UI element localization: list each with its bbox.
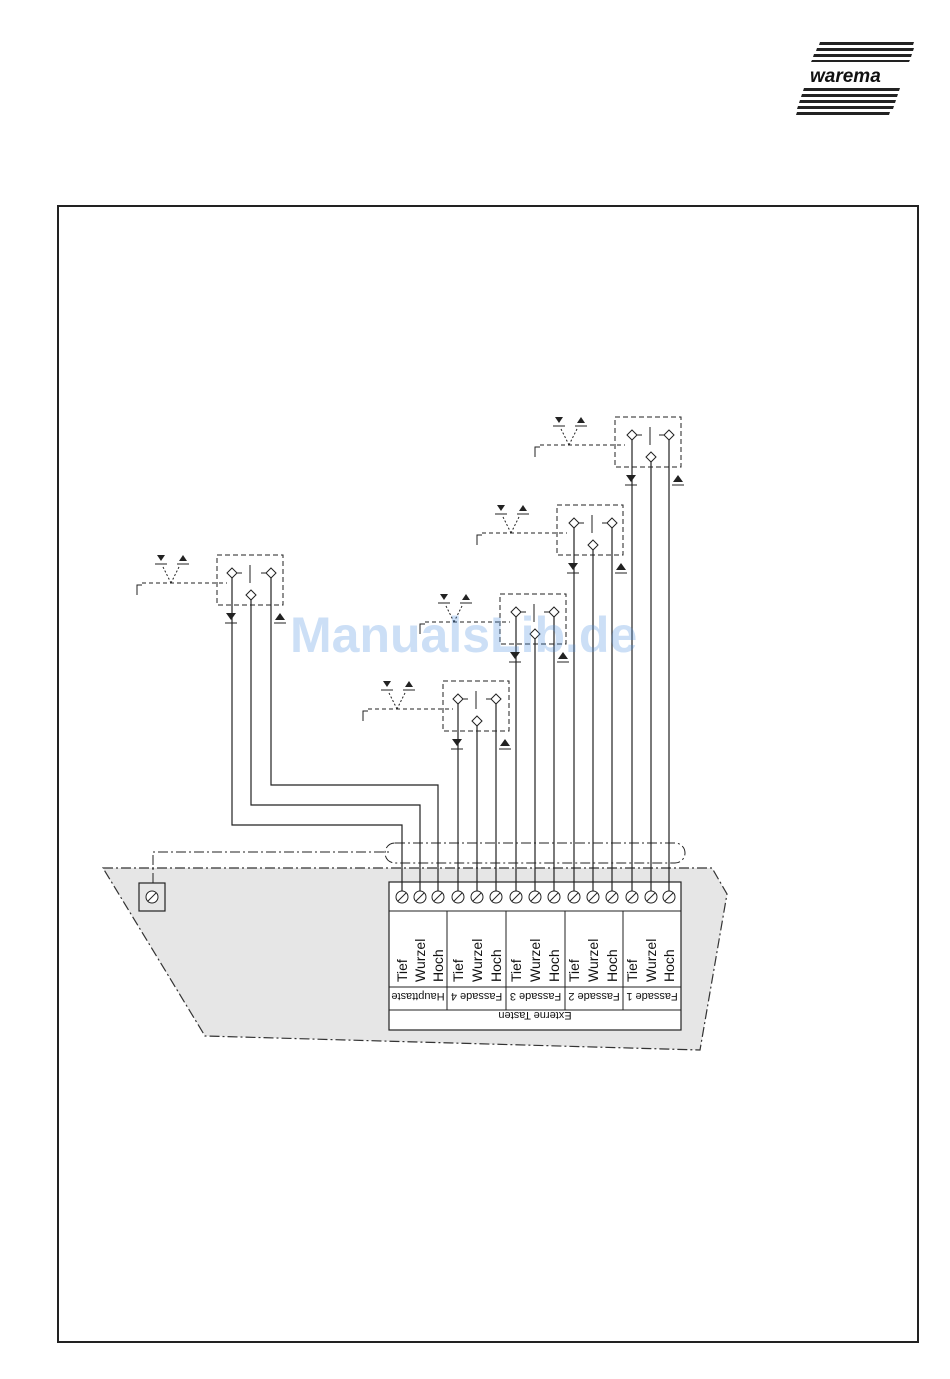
terminal-screw-icon (471, 891, 483, 903)
terminal-screw-icon (490, 891, 502, 903)
terminal-label: Wurzel (469, 939, 485, 982)
watermark: ManualsLib.de (290, 606, 670, 664)
terminal-label: Hoch (546, 949, 562, 982)
group-label: Fassade 1 (626, 990, 677, 1002)
external-switch (137, 555, 286, 623)
terminal-screw-icon (414, 891, 426, 903)
terminal-screw-icon (396, 891, 408, 903)
external-switch (363, 681, 511, 749)
terminal-screw-icon (452, 891, 464, 903)
terminal-screw-icon (587, 891, 599, 903)
group-label: Fassade 4 (451, 990, 502, 1002)
terminal-label: Hoch (604, 949, 620, 982)
group-label: Haupttaste (391, 990, 444, 1002)
terminal-screw-icon (432, 891, 444, 903)
terminal-screw-icon (568, 891, 580, 903)
terminal-label: Hoch (661, 949, 677, 982)
terminal-label: Tief (508, 959, 524, 982)
group-label: Fassade 2 (568, 990, 619, 1002)
external-switch (477, 505, 627, 573)
terminal-screw-icon (606, 891, 618, 903)
terminal-label: Hoch (430, 949, 446, 982)
terminal-label: Wurzel (643, 939, 659, 982)
terminal-label: Wurzel (585, 939, 601, 982)
terminal-label: Hoch (488, 949, 504, 982)
terminal-screw-icon (626, 891, 638, 903)
terminal-label: Tief (450, 959, 466, 982)
terminal-screw-icon (645, 891, 657, 903)
terminal-screw-icon (529, 891, 541, 903)
external-switch (535, 417, 684, 485)
group-label: Fassade 3 (510, 990, 561, 1002)
terminal-screw-icon (663, 891, 675, 903)
terminal-label: Wurzel (412, 939, 428, 982)
terminal-label: Tief (394, 959, 410, 982)
terminal-screw-icon (548, 891, 560, 903)
terminal-label: Tief (624, 959, 640, 982)
terminal-screw-icon (510, 891, 522, 903)
terminal-label: Wurzel (527, 939, 543, 982)
terminal-block-footer-label: Externe Tasten (498, 1009, 571, 1021)
terminal-label: Tief (566, 959, 582, 982)
